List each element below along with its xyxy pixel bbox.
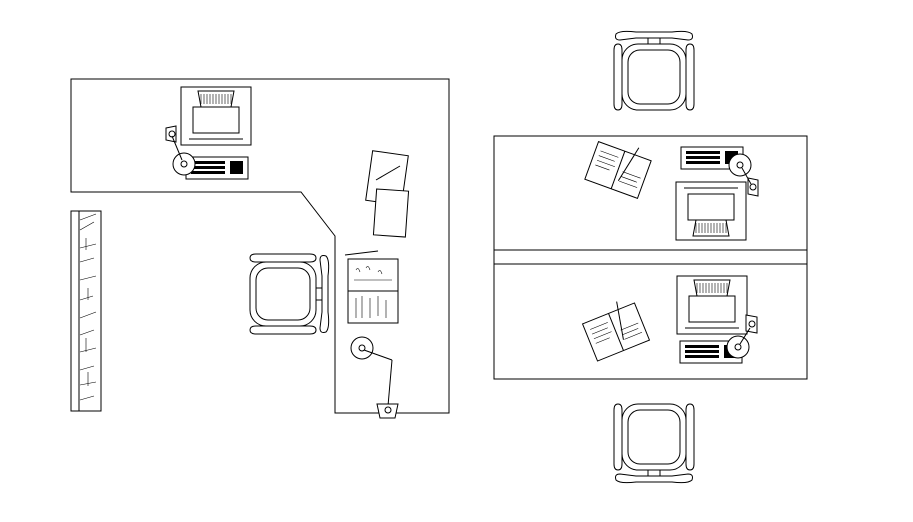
loose-papers <box>366 151 409 237</box>
workstation-bottom <box>579 275 757 364</box>
crt-monitor-top <box>675 181 747 241</box>
desk-lamp-left <box>172 152 196 176</box>
bookshelf <box>71 211 101 411</box>
lamp-clamp-bottom <box>740 315 757 344</box>
desk-lamp-right <box>350 336 398 418</box>
pen <box>345 251 378 255</box>
keyboard-left <box>185 156 249 180</box>
double-desk <box>494 133 807 379</box>
desk-lamp-top <box>728 153 752 177</box>
crt-monitor-left <box>180 86 252 146</box>
open-binder <box>348 259 398 323</box>
crt-monitor-bottom <box>676 275 748 335</box>
workstation-top <box>584 133 758 241</box>
lamp-clamp-top <box>742 168 758 196</box>
lamp-clamp-left <box>166 126 182 160</box>
office-chair-bottom <box>613 403 695 484</box>
office-chair-left <box>249 253 330 335</box>
l-shaped-desk <box>71 79 449 418</box>
desk-lamp-bottom <box>726 335 750 359</box>
office-chair-top <box>613 30 695 111</box>
